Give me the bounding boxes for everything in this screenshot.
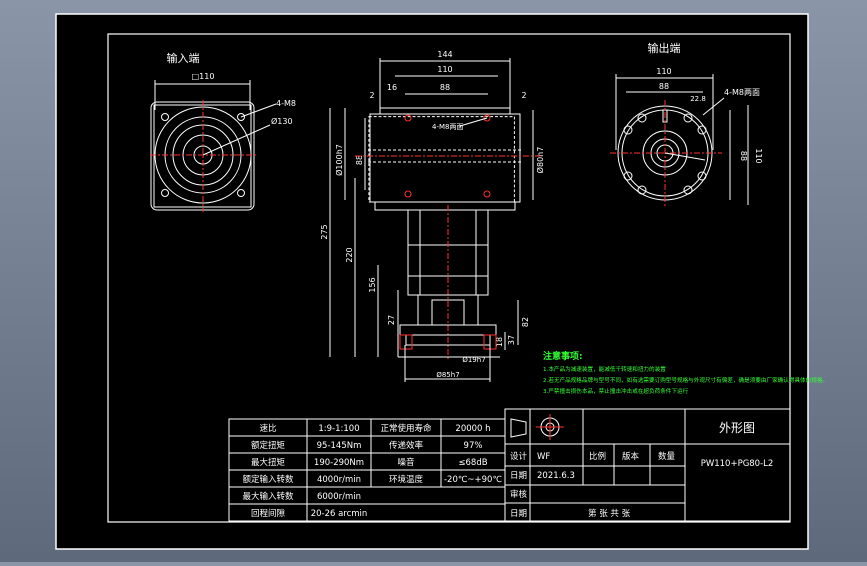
spec-r3-c2: 环境温度 [389,474,424,485]
spec-r4-c0: 最大输入转数 [242,491,294,502]
output-dim-88: 88 [659,82,669,91]
input-end-view: 输入端 □110 4-M8 Ø130 [150,51,296,212]
title-date-value: 2021.6.3 [537,471,575,481]
front-dim-80: Ø80h7 [535,147,545,174]
title-model: PW110+PG80-L2 [701,459,774,469]
input-dim-130: Ø130 [271,116,293,126]
spec-r2-c1: 190-290Nm [314,458,364,468]
front-dim-275: 275 [320,224,329,239]
front-dim-82: 82 [521,317,530,327]
input-dim-holes: 4-M8 [276,99,296,108]
title-check-label: 审核 [510,489,528,500]
spec-r2-c3: ≤68dB [458,458,487,468]
notes-line-3: 3.严禁撞击损伤本品，禁止撞击冲击或在超负荷条件下运行 [543,387,689,395]
title-date2-label: 日期 [510,509,527,519]
output-end-title: 输出端 [648,41,681,55]
notes-line-2: 2.若无产品规格品牌与型号不同，如有选需要订购型号规格与外观尺寸有偏差，确是须要… [543,376,828,384]
output-end-view: 输出端 110 88 22.8 4-M8两面 88 110 [610,41,763,206]
spec-r0-c3: 20000 h [455,424,490,434]
front-dim-110: 110 [437,65,452,74]
front-dim-h88: 88 [355,155,364,165]
title-scale-label: 比例 [589,451,606,462]
notes-heading: 注意事项: [543,350,583,362]
spec-r3-c1: 4000r/min [317,475,361,485]
notes-line-1: 1.本产品为减速装置，能减低千转速和扭力的装置 [543,365,666,373]
front-dim-144: 144 [437,50,452,59]
title-name: 外形图 [719,421,755,435]
input-end-title: 输入端 [167,51,200,65]
notes-block: 注意事项: 1.本产品为减速装置，能减低千转速和扭力的装置 2.若无产品规格品牌… [543,350,828,395]
title-design-label: 设计 [510,451,528,462]
front-dim-2b: 2 [521,91,526,100]
title-date-label: 日期 [510,471,527,481]
front-dim-18: 18 [495,337,504,347]
front-dim-100: Ø100h7 [334,144,344,176]
spec-r1-c2: 传递效率 [389,440,424,451]
spec-r1-c1: 95-145Nm [317,441,362,451]
front-dim-shaft: Ø19h7 [462,356,485,364]
spec-r3-c3: -20℃~+90℃ [444,475,502,485]
spec-r4-c1: 6000r/min [317,492,361,502]
front-view: 144 110 88 16 2 2 Ø100h7 88 Ø80h7 275 22… [320,50,545,382]
spec-r0-c1: 1:9-1:100 [318,424,359,434]
spec-r2-c0: 最大扭矩 [251,457,286,468]
title-qty-label: 数量 [658,451,676,462]
spec-r5-c0: 回程间隙 [251,508,286,519]
output-dim-h110: 110 [754,148,763,163]
spec-table [228,418,506,522]
title-version-label: 版本 [622,451,640,462]
front-dim-37: 37 [507,335,516,345]
spec-r5-c1: 20-26 arcmin [311,509,368,519]
spec-r3-c0: 额定输入转数 [242,474,294,485]
drawing-canvas[interactable] [55,13,809,550]
output-dim-22: 22.8 [690,95,706,103]
spec-r1-c3: 97% [464,441,483,451]
output-dim-bolts: 4-M8两面 [724,88,760,97]
front-dim-27: 27 [387,315,396,325]
output-dim-110: 110 [656,67,671,76]
front-dim-88: 88 [440,83,450,92]
input-dim-110: □110 [192,72,215,81]
title-sheet-text: 第 张 共 张 [588,508,631,519]
spec-r2-c2: 噪音 [397,457,415,468]
front-dim-16: 16 [387,83,397,92]
front-dim-2a: 2 [369,91,374,100]
spec-r0-c2: 正常使用寿命 [380,423,432,434]
front-dim-156: 156 [368,277,377,292]
front-dim-flange: Ø85h7 [436,371,459,379]
drawing-frame [107,33,791,523]
front-dim-bolts: 4-M8两面 [432,123,463,131]
spec-r0-c0: 速比 [259,423,276,434]
title-block [504,408,791,522]
front-dim-220: 220 [345,247,354,262]
spec-r1-c0: 额定扭矩 [251,440,286,451]
output-dim-h88: 88 [739,151,748,161]
title-design-value: WF [537,452,550,462]
